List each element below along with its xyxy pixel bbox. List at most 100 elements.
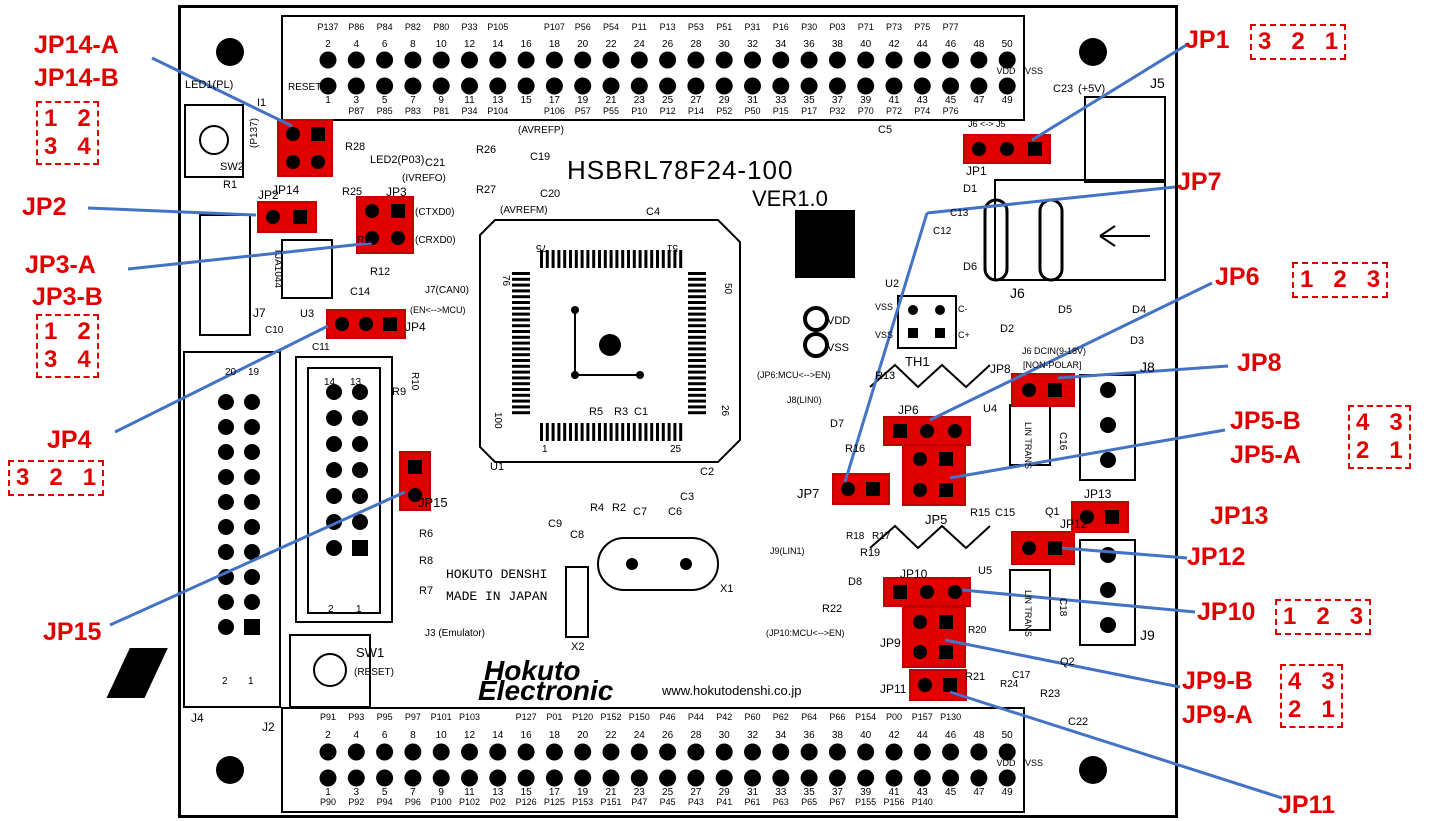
header-pin	[744, 77, 761, 95]
leader-line	[949, 428, 1226, 480]
pin-name: P65	[801, 797, 817, 807]
mcu-axis-dot	[571, 306, 579, 314]
th1-pad	[908, 328, 918, 338]
pin-name: P64	[801, 712, 817, 722]
pin-number: 30	[719, 39, 731, 50]
pin-name: P90	[320, 797, 336, 807]
pin-name: P75	[914, 22, 930, 32]
silk-r25: R25	[342, 186, 362, 198]
pin-name: P62	[773, 712, 789, 722]
jp12-jumper-pin	[1022, 541, 1036, 555]
jp10-jumper-pin	[893, 585, 907, 599]
silk-u3: U3	[300, 308, 314, 320]
silk-jp2: JP2	[258, 188, 279, 202]
pin-number: 25	[662, 95, 674, 106]
j4-pin	[244, 544, 260, 560]
callout-jp5b: JP5-B	[1230, 407, 1301, 435]
silk-plus5v: (+5V)	[1078, 83, 1105, 95]
pin-name: P03	[829, 22, 845, 32]
silk-c8: C8	[570, 529, 584, 541]
pin-number: 8	[410, 730, 416, 741]
header-pin	[970, 743, 988, 761]
pin-number: 31	[747, 787, 759, 798]
pin-name: P87	[348, 106, 364, 116]
pin-name: P107	[544, 22, 565, 32]
pin-number: 33	[775, 95, 787, 106]
header-pin	[885, 743, 903, 761]
mcu-pad	[638, 250, 642, 268]
silk-jp10: JP10	[900, 567, 928, 581]
pin-number: 6	[382, 730, 388, 741]
silk-jp10en: (JP10:MCU<-->EN)	[766, 628, 845, 638]
jp3-jumper-pin	[391, 231, 405, 245]
j4-pin	[244, 569, 260, 585]
silk-r28: R28	[345, 141, 365, 153]
silk-r5: R5	[589, 406, 603, 418]
silk-c13: C13	[950, 208, 969, 219]
pin-name: P152	[600, 712, 621, 722]
mcu-pad	[512, 312, 530, 316]
pin-name: P55	[603, 106, 619, 116]
board-url: www.hokutodenshi.co.jp	[662, 683, 802, 698]
silk-d7: D7	[830, 418, 844, 430]
bottom-header-outline	[281, 707, 1025, 813]
th1-pad	[908, 305, 918, 315]
mcu-pad	[609, 250, 613, 268]
mcu-pad	[661, 423, 665, 441]
leader-line	[87, 206, 257, 217]
pin-number: 24	[634, 39, 646, 50]
mcu-pad	[688, 306, 706, 310]
j6-slot	[983, 198, 1009, 282]
mcu-pad	[512, 301, 530, 304]
silk-j8: J8	[1140, 359, 1155, 375]
pin-number: 11	[464, 95, 475, 106]
silk-n75: 75	[535, 242, 547, 253]
pin-number: 3	[354, 95, 360, 106]
mcu-pad	[688, 399, 706, 403]
pin-name: P81	[433, 106, 449, 116]
jp13-jumper-pin	[1080, 510, 1094, 524]
header-pin	[913, 77, 931, 95]
header-pin	[715, 51, 733, 69]
callout-jp6: JP6	[1215, 263, 1260, 291]
j3-pin	[326, 436, 342, 452]
board-model-label: HSBRL78F24-100	[567, 155, 794, 185]
mcu-pad	[688, 347, 706, 351]
pin-number: 20	[577, 39, 589, 50]
u2-regulator	[795, 210, 855, 278]
pin-number: 42	[888, 730, 900, 741]
mcu-pad	[656, 423, 659, 441]
silk-nonpolar: [NON-POLAR]	[1023, 360, 1082, 370]
silk-c15: C15	[995, 507, 1015, 519]
j4-pin	[218, 469, 234, 485]
silk-ctxd0: (CTXD0)	[415, 207, 454, 218]
x2-crystal	[565, 566, 589, 638]
silk-avrefm: (AVREFM)	[500, 205, 548, 216]
pin-name: P154	[855, 712, 876, 722]
pinbox-jp5: 4 3 2 1	[1348, 405, 1411, 469]
j4-pin	[218, 419, 234, 435]
mcu-pad	[688, 301, 706, 304]
pin-name: P101	[431, 712, 452, 722]
header-pin	[744, 51, 761, 69]
pin-name: P31	[744, 22, 760, 32]
mcu-pad	[551, 250, 555, 268]
mcu-pad	[569, 423, 572, 441]
pin-name: P140	[912, 797, 933, 807]
mcu-pad	[688, 335, 706, 339]
callout-jp11: JP11	[1278, 791, 1336, 819]
header-pin	[347, 769, 365, 787]
sw2-button-cap	[199, 125, 229, 155]
mcu-pad	[621, 423, 625, 441]
jp7-jumper-pin	[841, 482, 855, 496]
silk-lintrans: LIN TRANS	[1023, 590, 1033, 637]
pin-number: 18	[549, 39, 561, 50]
mcu-pad	[688, 277, 706, 281]
header-pin	[800, 77, 818, 95]
j4-pin	[244, 594, 260, 610]
header-pin	[517, 77, 535, 95]
pin-name: P92	[348, 797, 364, 807]
x1-crystal	[597, 537, 719, 591]
pin-name: P80	[433, 22, 449, 32]
vss-test-point	[803, 332, 829, 358]
